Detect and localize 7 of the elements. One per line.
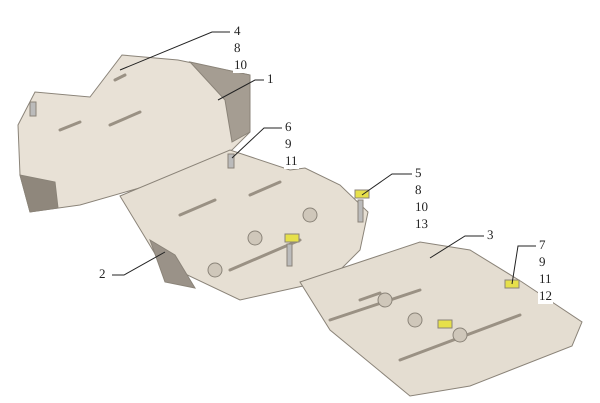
leader-line [112,252,166,276]
leader-line [362,174,412,196]
leader-line [218,80,264,100]
leader-line [430,236,484,258]
leader-line [232,128,282,158]
leader-line [512,246,536,284]
leader-line [120,32,230,70]
